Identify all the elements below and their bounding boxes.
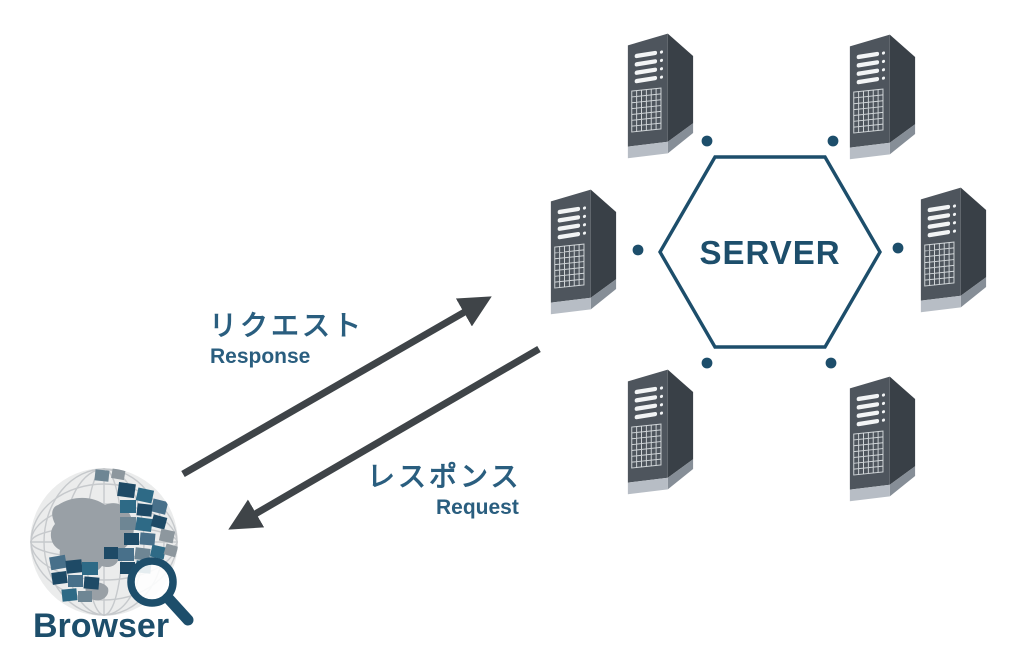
cluster-dots: [632, 135, 904, 369]
globe-magnifier-icon: [30, 468, 194, 626]
server-icon-mid-left: [550, 189, 617, 315]
dot-top-right: [827, 135, 839, 147]
server-icon-top-left: [627, 33, 694, 159]
server-icon-mid-right: [920, 187, 987, 313]
request-label-jp: リクエスト: [209, 310, 364, 341]
dot-mid-right: [892, 242, 904, 254]
server-icon-top-right: [849, 34, 916, 160]
magnifier-icon: [127, 557, 194, 626]
dot-bottom-left: [701, 357, 713, 369]
dot-top-left: [701, 135, 713, 147]
globe-mosaic-tiles: [49, 468, 178, 602]
server-label: SERVER: [699, 234, 840, 271]
dot-mid-left: [632, 244, 644, 256]
server-icon-bottom-right: [849, 376, 916, 502]
arrow-browser-to-server: [181, 296, 492, 478]
arrow-server-to-browser: [228, 345, 541, 530]
server-hexagon: [658, 155, 882, 349]
request-label-en: Response: [210, 345, 310, 368]
dot-bottom-right: [825, 357, 837, 369]
server-icon-bottom-left: [627, 369, 694, 495]
browser-label: Browser: [33, 607, 169, 645]
response-label-en: Request: [436, 496, 519, 519]
response-label-jp: レスポンス: [367, 461, 521, 492]
